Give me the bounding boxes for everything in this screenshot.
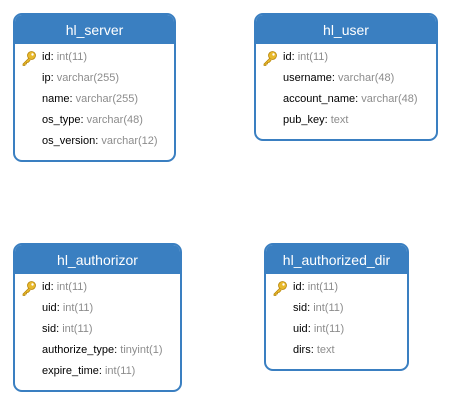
field-name: os_version — [42, 135, 96, 147]
field-name: id — [42, 281, 51, 293]
field-name: username — [283, 72, 332, 84]
field-row: username: varchar(48) — [283, 72, 395, 84]
field-type: int(11) — [62, 302, 94, 314]
field-type: varchar(12) — [101, 135, 158, 147]
field-name: sid — [42, 323, 57, 335]
table-hl-server[interactable]: hl_server id: int(11) ip: varchar(255) n… — [13, 13, 176, 162]
field-row: dirs: text — [293, 344, 335, 356]
table-title: hl_server — [15, 15, 174, 44]
field-type: varchar(255) — [56, 72, 120, 84]
field-row: sid: int(11) — [42, 323, 93, 335]
field-name: dirs — [293, 344, 311, 356]
field-list: id: int(11) ip: varchar(255) name: varch… — [15, 44, 174, 152]
field-name: id — [283, 51, 292, 63]
field-row: os_version: varchar(12) — [42, 135, 158, 147]
field-type: text — [316, 344, 335, 356]
field-name: id — [42, 51, 51, 63]
field-name: account_name — [283, 93, 356, 105]
field-type: text — [330, 114, 349, 126]
field-list: id: int(11) sid: int(11) uid: int(11) di… — [266, 274, 407, 361]
table-hl-user[interactable]: hl_user id: int(11) username: varchar(48… — [254, 13, 438, 141]
field-type: int(11) — [297, 51, 329, 63]
field-type: int(11) — [313, 323, 345, 335]
field-list: id: int(11) username: varchar(48) accoun… — [256, 44, 436, 131]
key-icon — [22, 281, 36, 296]
field-name: os_type — [42, 114, 81, 126]
field-type: int(11) — [56, 51, 88, 63]
field-row: uid: int(11) — [293, 323, 345, 335]
field-name: pub_key — [283, 114, 325, 126]
field-row: pub_key: text — [283, 114, 349, 126]
field-name: expire_time — [42, 365, 99, 377]
table-hl-authorizor[interactable]: hl_authorizor id: int(11) uid: int(11) s… — [13, 243, 182, 392]
field-type: int(11) — [104, 365, 136, 377]
field-type: tinyint(1) — [120, 344, 163, 356]
field-row: sid: int(11) — [293, 302, 344, 314]
field-list: id: int(11) uid: int(11) sid: int(11) au… — [15, 274, 180, 382]
field-name: name — [42, 93, 70, 105]
field-row: expire_time: int(11) — [42, 365, 136, 377]
field-name: uid — [293, 323, 308, 335]
field-row: name: varchar(255) — [42, 93, 139, 105]
key-icon — [263, 51, 277, 66]
key-icon — [273, 281, 287, 296]
field-row: ip: varchar(255) — [42, 72, 120, 84]
field-row: authorize_type: tinyint(1) — [42, 344, 163, 356]
table-hl-authorized-dir[interactable]: hl_authorized_dir id: int(11) sid: int(1… — [264, 243, 409, 371]
key-icon — [22, 51, 36, 66]
field-type: int(11) — [56, 281, 88, 293]
field-type: int(11) — [313, 302, 344, 314]
field-row: id: int(11) — [15, 47, 174, 68]
table-title: hl_user — [256, 15, 436, 44]
field-row: id: int(11) — [15, 277, 180, 298]
field-name: sid — [293, 302, 308, 314]
table-title: hl_authorized_dir — [266, 245, 407, 274]
field-type: int(11) — [62, 323, 93, 335]
field-row: id: int(11) — [266, 277, 407, 298]
field-name: ip — [42, 72, 51, 84]
field-row: account_name: varchar(48) — [283, 93, 418, 105]
field-type: varchar(48) — [361, 93, 418, 105]
field-type: varchar(48) — [338, 72, 395, 84]
field-name: id — [293, 281, 302, 293]
field-row: uid: int(11) — [42, 302, 94, 314]
field-row: id: int(11) — [256, 47, 436, 68]
field-name: uid — [42, 302, 57, 314]
field-type: varchar(255) — [75, 93, 139, 105]
field-name: authorize_type — [42, 344, 115, 356]
table-title: hl_authorizor — [15, 245, 180, 274]
field-type: varchar(48) — [86, 114, 143, 126]
field-type: int(11) — [307, 281, 339, 293]
field-row: os_type: varchar(48) — [42, 114, 143, 126]
